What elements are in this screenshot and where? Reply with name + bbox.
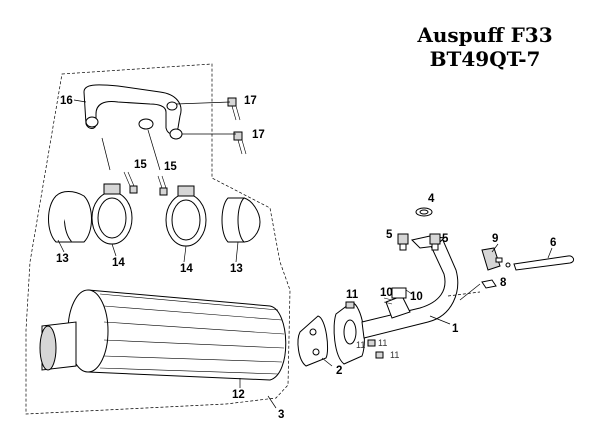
callout-8: 8	[500, 277, 507, 289]
callout-17-upper: 17	[244, 95, 257, 107]
gasket-2	[297, 315, 329, 367]
bracket-16	[83, 84, 183, 140]
header-pipe-1	[361, 235, 459, 339]
clamp-14-right	[165, 185, 207, 247]
leader-bracket-clamp-right	[147, 129, 161, 171]
leader-6	[547, 247, 553, 259]
nut-11-top	[345, 301, 355, 309]
sleeve-13-left	[48, 191, 92, 243]
clamp-14-left	[91, 183, 133, 245]
nut-5-right	[429, 233, 441, 251]
callout-13-right: 13	[230, 263, 243, 275]
cap-9	[481, 247, 503, 271]
leader-bracket-clamp-left	[101, 137, 111, 171]
bolt-17-upper	[227, 97, 241, 121]
leader-8-dashed	[447, 291, 481, 297]
callout-10-right: 10	[410, 291, 423, 303]
nut-11-b	[375, 351, 384, 359]
callout-11-b: 11	[378, 338, 387, 348]
callout-10-left: 10	[380, 287, 393, 299]
callout-16: 16	[60, 95, 73, 107]
callout-11-c: 11	[390, 350, 399, 360]
hose-6	[505, 255, 575, 271]
leader-9	[491, 243, 499, 253]
leader-13-right	[235, 241, 239, 263]
leader-1	[429, 315, 451, 325]
callout-5-right: 5	[442, 233, 449, 245]
callout-9: 9	[492, 233, 498, 245]
leader-2	[321, 357, 333, 367]
assembly-boundary	[25, 63, 291, 415]
callout-15-left: 15	[134, 159, 147, 171]
callout-11-top: 11	[346, 289, 359, 301]
callout-11-a: 11	[356, 340, 365, 350]
callout-13-left: 13	[56, 253, 69, 265]
callout-12: 12	[232, 389, 245, 401]
flange-plate	[333, 301, 365, 365]
leader-3	[267, 395, 277, 409]
leader-14-right	[183, 245, 187, 263]
callout-17-lower: 17	[252, 129, 265, 141]
callout-5-left: 5	[386, 229, 393, 241]
leader-16	[73, 99, 87, 103]
bolt-17-lower	[233, 131, 247, 155]
leader-14-left	[111, 243, 117, 257]
callout-3: 3	[278, 409, 284, 421]
callout-14-right: 14	[180, 263, 193, 275]
title-code: BT49QT-7	[430, 47, 541, 71]
washer-8	[481, 279, 497, 289]
callout-4: 4	[428, 193, 435, 205]
bolt-15-left	[123, 171, 138, 194]
callout-6: 6	[550, 237, 556, 249]
sleeve-13-right	[221, 197, 261, 243]
muffler-12	[39, 289, 287, 381]
leader-8-dash	[459, 283, 481, 301]
callout-14-left: 14	[112, 257, 125, 269]
callout-1: 1	[452, 323, 459, 335]
callout-2: 2	[336, 365, 342, 377]
bolt-10-left	[383, 297, 393, 305]
leader-17-upper	[175, 101, 231, 105]
nut-11-a	[367, 339, 376, 347]
bolt-15-right	[157, 175, 168, 196]
title-model: Auspuff F33	[416, 23, 552, 47]
nut-5-left	[397, 233, 409, 251]
ring-gasket-4-inner	[419, 209, 429, 215]
leader-13-left	[57, 239, 65, 253]
bolt-10-right	[391, 287, 413, 299]
callout-15-right: 15	[164, 161, 177, 173]
